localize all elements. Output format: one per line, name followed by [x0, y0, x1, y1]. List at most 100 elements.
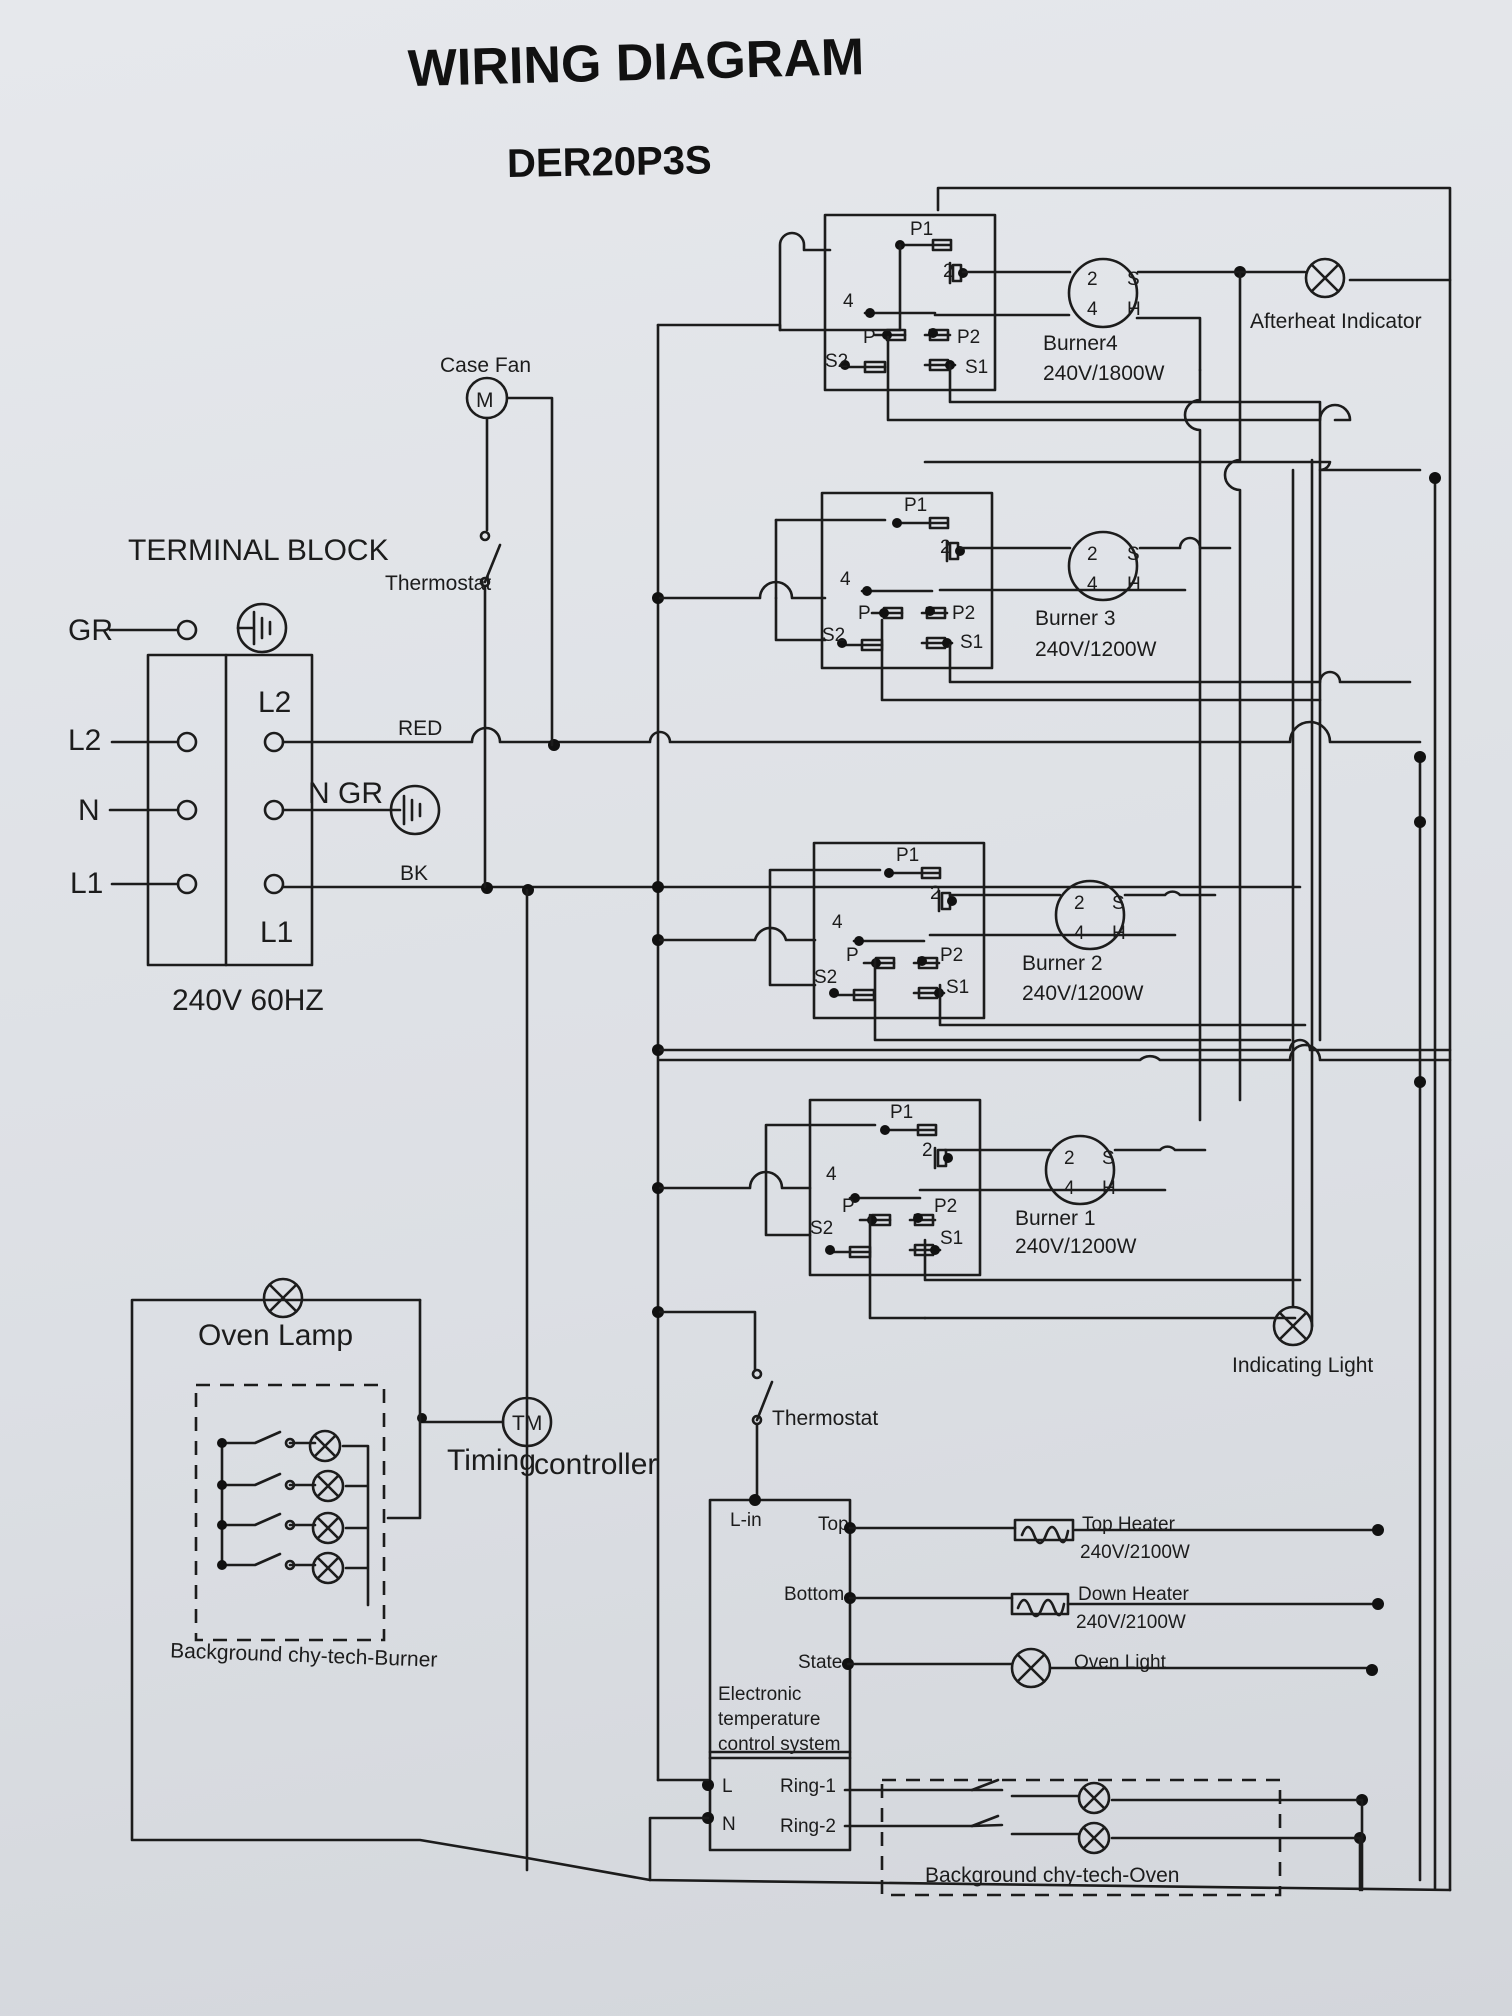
burner-4-rating: 240V/1800W: [1043, 362, 1165, 385]
ring-1-lamp: [1077, 1781, 1111, 1815]
right-return-wire: [936, 186, 1452, 1892]
svg-text:S1: S1: [940, 1228, 963, 1249]
svg-text:H: H: [1127, 299, 1141, 320]
burner-3-rating: 240V/1200W: [1035, 638, 1157, 661]
fan-motor-symbol: M: [476, 389, 494, 412]
etc-state: State: [798, 1652, 842, 1673]
oven-lamp: [262, 1277, 304, 1319]
svg-text:2: 2: [1087, 269, 1098, 290]
burner-3-name: Burner 3: [1035, 607, 1116, 630]
terminal-label-l2: L2: [68, 724, 101, 757]
svg-text:4: 4: [1064, 1178, 1075, 1199]
model-number: DER20P3S: [507, 138, 712, 186]
oven-light-label: Oven Light: [1074, 1652, 1167, 1673]
svg-text:2: 2: [1064, 1148, 1075, 1169]
svg-text:P2: P2: [952, 603, 975, 624]
etc-l-in: L-in: [730, 1510, 762, 1531]
l2-bus-wire: [281, 720, 1422, 744]
burner-1-rating: 240V/1200W: [1015, 1235, 1137, 1258]
background-burner-lamps: [308, 1429, 370, 1607]
indicating-light-label: Indicating Light: [1232, 1354, 1373, 1377]
svg-text:4: 4: [843, 291, 854, 312]
burner-2-element: 2 S 4 H: [1054, 879, 1126, 951]
oven-thermostat: Thermostat: [751, 1368, 878, 1502]
etc-name-2: temperature: [718, 1709, 820, 1730]
etc-name-3: control system: [718, 1734, 840, 1755]
svg-text:4: 4: [826, 1164, 837, 1185]
thermostat-oven-label: Thermostat: [772, 1407, 878, 1430]
burner-2-name: Burner 2: [1022, 952, 1103, 975]
thermostat-top-label: Thermostat: [385, 572, 491, 595]
svg-text:H: H: [1102, 1178, 1116, 1199]
etc-n: N: [722, 1814, 736, 1835]
terminal-label-right-l1: L1: [260, 916, 293, 949]
case-fan-thermostat: Thermostat: [385, 530, 502, 889]
burner-4-name: Burner4: [1043, 332, 1118, 355]
svg-text:P: P: [842, 1196, 855, 1217]
burner-1-switch: P1 2 4 P P2 S2 S1: [808, 1098, 982, 1277]
svg-text:S: S: [1127, 544, 1140, 565]
svg-text:4: 4: [1074, 923, 1085, 944]
terminal-label-n-gr: N GR: [308, 777, 383, 810]
ring-2-lamp: [1077, 1821, 1111, 1855]
burner-4-element: 2 S 4 H: [1067, 257, 1141, 329]
svg-text:H: H: [1112, 923, 1126, 944]
svg-text:2: 2: [930, 883, 941, 904]
ground-symbol-2: [281, 784, 441, 836]
terminal-label-gr: GR: [68, 614, 113, 647]
svg-text:S2: S2: [810, 1218, 833, 1239]
svg-text:4: 4: [840, 569, 851, 590]
svg-text:S: S: [1127, 269, 1140, 290]
background-burner-switches: [217, 1430, 317, 1571]
background-burner-box: [194, 1383, 386, 1642]
timing-controller-label-a: Timing: [447, 1444, 536, 1477]
etc-top: Top: [818, 1514, 849, 1535]
svg-text:S2: S2: [814, 967, 837, 988]
terminal-label-n: N: [78, 794, 100, 827]
diagram-title: WIRING DIAGRAM: [407, 28, 865, 98]
terminal-block-heading: TERMINAL BLOCK: [128, 534, 389, 567]
svg-text:P1: P1: [904, 495, 927, 516]
svg-text:S: S: [1112, 893, 1125, 914]
down-heater-name: Down Heater: [1078, 1584, 1190, 1605]
timing-controller-label-b: controller: [534, 1448, 657, 1481]
background-burner-label: Background chy-tech-Burner: [170, 1639, 438, 1671]
etc-l: L: [722, 1776, 733, 1797]
svg-text:P2: P2: [940, 945, 963, 966]
wire-label-bk: BK: [400, 862, 428, 885]
burner-3-switch: P1 2 4 P P2 S2 S1: [820, 491, 994, 670]
etc-ring-1: Ring-1: [780, 1776, 836, 1797]
svg-text:P: P: [863, 327, 876, 348]
down-heater: [1010, 1592, 1070, 1618]
terminal-block: TERMINAL BLOCK GR L2 N L1 L2 N GR L1 240…: [68, 534, 441, 1017]
afterheat-indicator-lamp: [1304, 257, 1346, 299]
etc-ring-2: Ring-2: [780, 1816, 836, 1837]
terminal-label-l1: L1: [70, 867, 103, 900]
down-heater-rating: 240V/2100W: [1076, 1612, 1186, 1633]
svg-text:4: 4: [832, 912, 843, 933]
svg-text:P: P: [846, 945, 859, 966]
svg-text:P: P: [858, 603, 871, 624]
svg-text:2: 2: [1074, 893, 1085, 914]
wire-label-red: RED: [398, 717, 442, 740]
background-oven-box: [880, 1778, 1282, 1897]
svg-text:2: 2: [1087, 544, 1098, 565]
case-fan-label: Case Fan: [440, 354, 531, 377]
ground-symbol: [236, 602, 288, 654]
svg-text:2: 2: [943, 261, 954, 282]
svg-text:P1: P1: [896, 845, 919, 866]
svg-text:S2: S2: [822, 625, 845, 646]
burner-2-rating: 240V/1200W: [1022, 982, 1144, 1005]
svg-text:2: 2: [940, 537, 951, 558]
svg-text:P2: P2: [957, 327, 980, 348]
burner-1-element: 2 S 4 H: [1044, 1134, 1116, 1206]
supply-rating: 240V 60HZ: [172, 984, 324, 1017]
terminal-label-right-l2: L2: [258, 686, 291, 719]
svg-text:S1: S1: [965, 357, 988, 378]
svg-text:4: 4: [1087, 574, 1098, 595]
afterheat-indicator-label: Afterheat Indicator: [1250, 310, 1422, 333]
svg-text:H: H: [1127, 574, 1141, 595]
svg-text:4: 4: [1087, 299, 1098, 320]
